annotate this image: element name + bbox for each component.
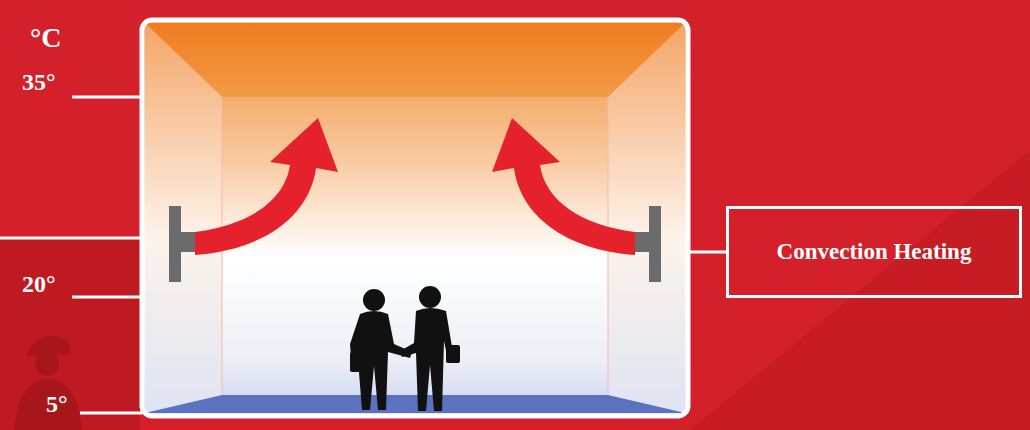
unit-label: °C xyxy=(30,24,61,52)
scale-ticks xyxy=(0,97,142,413)
callout-text: Convection Heating xyxy=(777,239,972,265)
people-silhouette xyxy=(350,286,460,411)
leader-line xyxy=(690,251,727,254)
scale-value: 35° xyxy=(22,70,56,94)
scale-value: 5° xyxy=(46,392,68,416)
convection-arrow xyxy=(195,118,635,255)
room xyxy=(142,20,688,416)
scale-value: 20° xyxy=(22,272,56,296)
callout-box: Convection Heating xyxy=(726,206,1022,298)
worker-silhouette xyxy=(14,336,82,430)
lower-band xyxy=(0,238,140,430)
diagonal-shade xyxy=(690,150,1030,430)
